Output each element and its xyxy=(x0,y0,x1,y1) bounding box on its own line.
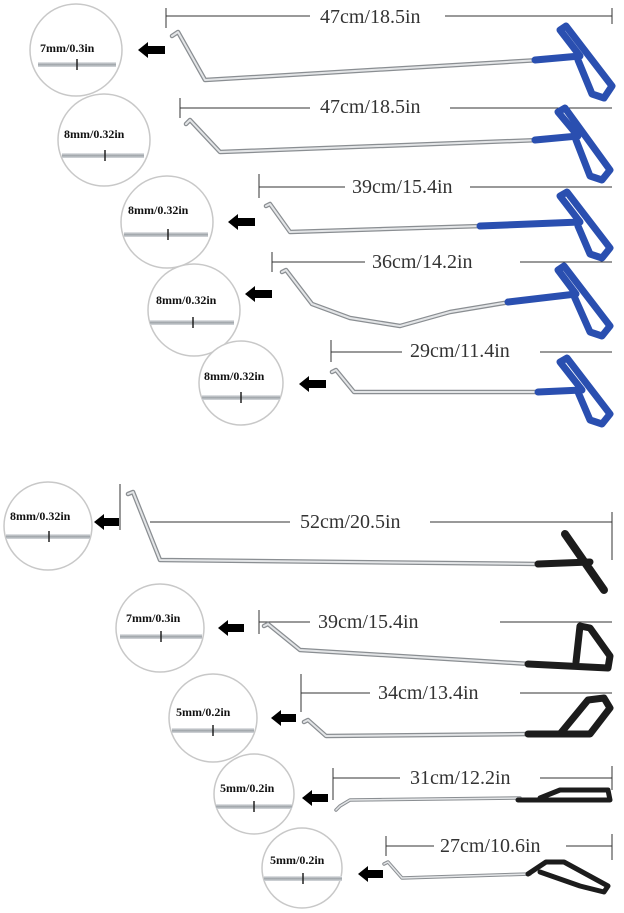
length-label: 47cm/18.5in xyxy=(320,6,421,28)
tool-6: 52cm/20.5in 8mm/0.32in xyxy=(3,481,613,594)
dimension-line xyxy=(300,674,612,712)
diameter-callout: 7mm/0.3in xyxy=(115,583,205,673)
length-label: 27cm/10.6in xyxy=(440,835,541,857)
blue-handle xyxy=(531,22,616,102)
diameter-callout: 7mm/0.3in xyxy=(29,3,123,97)
diameter-callout: 5mm/0.2in xyxy=(261,827,343,909)
diameter-label: 8mm/0.32in xyxy=(156,293,217,307)
tool-8: 34cm/13.4in 5mm/0.2in xyxy=(168,673,614,763)
tool-3: 39cm/15.4in 8mm/0.32in xyxy=(120,174,614,269)
rod xyxy=(263,201,485,235)
rod xyxy=(301,717,533,739)
rod xyxy=(125,489,543,567)
arrow-icon xyxy=(271,710,296,726)
diameter-label: 8mm/0.32in xyxy=(64,127,125,141)
rod xyxy=(183,117,543,155)
dimension-line xyxy=(119,484,613,560)
dimension-line xyxy=(271,252,612,272)
diameter-label: 8mm/0.32in xyxy=(204,369,265,383)
blue-handle xyxy=(531,104,614,184)
tool-4: 36cm/14.2in 8mm/0.32in xyxy=(147,251,614,357)
black-loop-handle xyxy=(515,787,613,803)
length-label: 34cm/13.4in xyxy=(378,682,479,704)
diameter-callout: 8mm/0.32in xyxy=(3,481,93,571)
dimension-line xyxy=(258,174,612,198)
tool-9: 31cm/12.2in 5mm/0.2in xyxy=(213,753,613,835)
dimension-line xyxy=(330,340,612,362)
arrow-icon xyxy=(228,214,255,230)
blue-handle xyxy=(534,354,614,428)
blue-handle xyxy=(476,188,614,262)
diameter-callout: 8mm/0.32in xyxy=(198,340,284,426)
rod xyxy=(382,860,532,880)
rod xyxy=(261,621,533,667)
arrow-icon xyxy=(138,42,165,58)
tool-1: 47cm/18.5in 7mm/0.3in xyxy=(29,3,616,102)
dimension-line xyxy=(332,766,613,800)
diameter-callout: 8mm/0.32in xyxy=(57,93,151,187)
diameter-label: 7mm/0.3in xyxy=(40,41,95,55)
diameter-callout: 5mm/0.2in xyxy=(213,753,295,835)
length-label: 39cm/15.4in xyxy=(352,176,453,198)
arrow-icon xyxy=(94,514,119,530)
diameter-label: 7mm/0.3in xyxy=(126,611,181,625)
rod xyxy=(329,367,543,395)
black-loop-handle xyxy=(525,859,611,895)
arrow-icon xyxy=(299,376,326,392)
tool-10: 27cm/10.6in 5mm/0.2in xyxy=(261,827,613,909)
arrow-icon xyxy=(358,866,383,882)
arrow-icon xyxy=(302,790,328,806)
dimension-line xyxy=(179,98,612,118)
length-label: 47cm/18.5in xyxy=(320,96,421,118)
length-label: 36cm/14.2in xyxy=(372,251,473,273)
diameter-label: 5mm/0.2in xyxy=(270,853,325,867)
arrow-icon xyxy=(245,286,272,302)
rod xyxy=(169,29,543,83)
rod xyxy=(334,796,522,812)
length-label: 39cm/15.4in xyxy=(318,611,419,633)
black-triangle-handle xyxy=(524,622,614,672)
diameter-label: 5mm/0.2in xyxy=(176,705,231,719)
arrow-icon xyxy=(218,620,244,636)
diameter-label: 5mm/0.2in xyxy=(220,781,275,795)
diameter-label: 8mm/0.32in xyxy=(128,203,189,217)
diameter-callout: 8mm/0.32in xyxy=(120,175,214,269)
diameter-label: 8mm/0.32in xyxy=(10,509,71,523)
blue-handle xyxy=(504,262,614,340)
tool-2: 47cm/18.5in 8mm/0.32in xyxy=(57,93,614,187)
tool-7: 39cm/15.4in 7mm/0.3in xyxy=(115,583,614,673)
tool-5: 29cm/11.4in 8mm/0.32in xyxy=(198,340,614,428)
dimension-line xyxy=(165,8,613,28)
black-triangle-handle xyxy=(524,694,614,738)
length-label: 29cm/11.4in xyxy=(410,340,510,362)
length-label: 52cm/20.5in xyxy=(300,511,401,533)
dimension-line xyxy=(258,610,612,634)
black-t-handle xyxy=(534,530,608,594)
dimension-line xyxy=(385,834,613,860)
rod xyxy=(279,267,513,329)
length-label: 31cm/12.2in xyxy=(410,767,511,789)
diameter-callout: 8mm/0.32in xyxy=(147,263,241,357)
diameter-callout: 5mm/0.2in xyxy=(168,673,258,763)
